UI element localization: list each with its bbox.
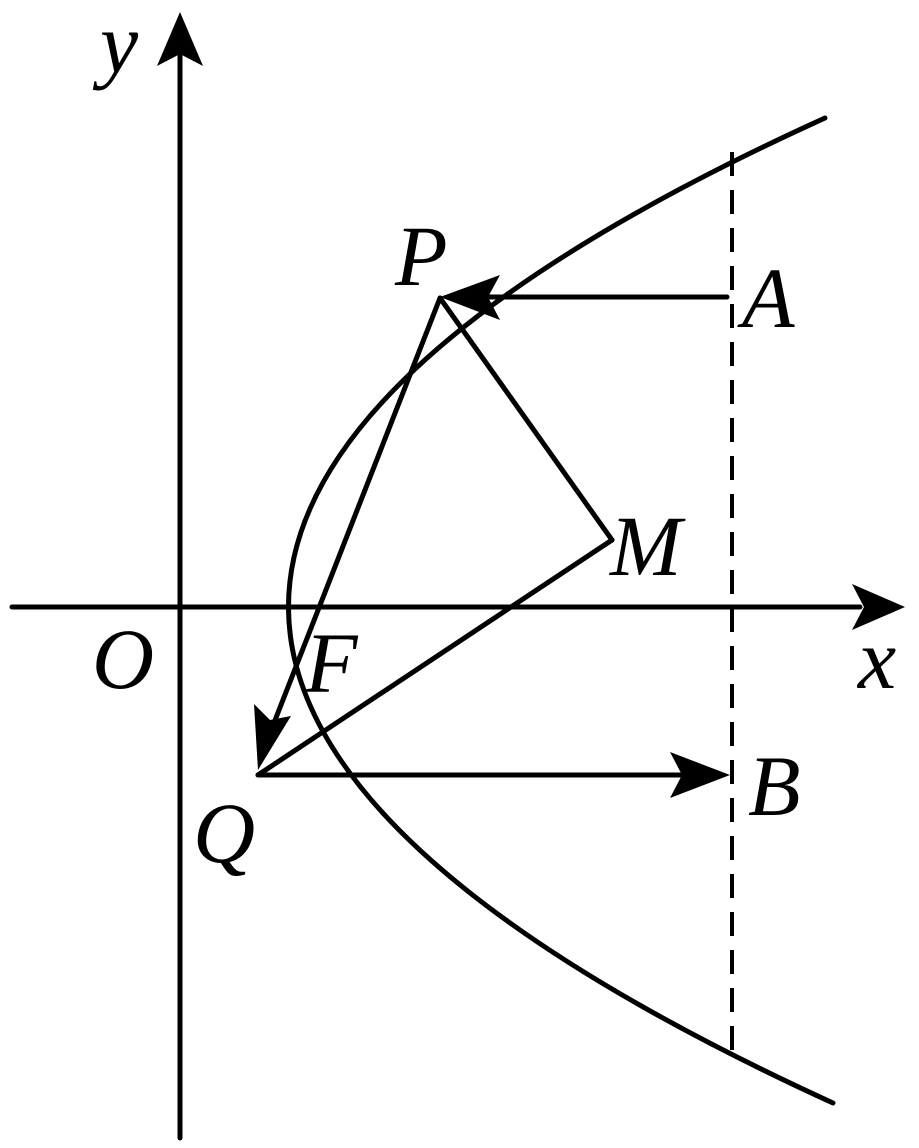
y-axis [157, 12, 203, 1141]
segment-pm [437, 295, 615, 543]
point-q-label: Q [193, 785, 255, 881]
x-axis-arrowhead [852, 584, 905, 630]
parabola-curve [286, 115, 836, 1106]
vector-qb [255, 752, 730, 798]
point-b-label: B [748, 738, 801, 834]
x-axis [9, 584, 905, 630]
point-m-label: M [608, 498, 686, 594]
vector-ap-arrowhead [440, 275, 500, 320]
vector-qb-arrowhead [670, 752, 730, 798]
origin-label: O [92, 611, 154, 707]
vector-ap [440, 275, 730, 320]
point-a-label: A [737, 250, 795, 346]
vector-pq-arrowhead [254, 704, 291, 770]
segment-mq [255, 537, 615, 778]
focus-label: F [304, 615, 359, 711]
y-axis-arrowhead [157, 12, 203, 66]
x-axis-label: x [856, 611, 896, 707]
vector-pq [254, 295, 443, 770]
point-p-label: P [394, 208, 448, 304]
y-axis-label: y [92, 0, 139, 91]
